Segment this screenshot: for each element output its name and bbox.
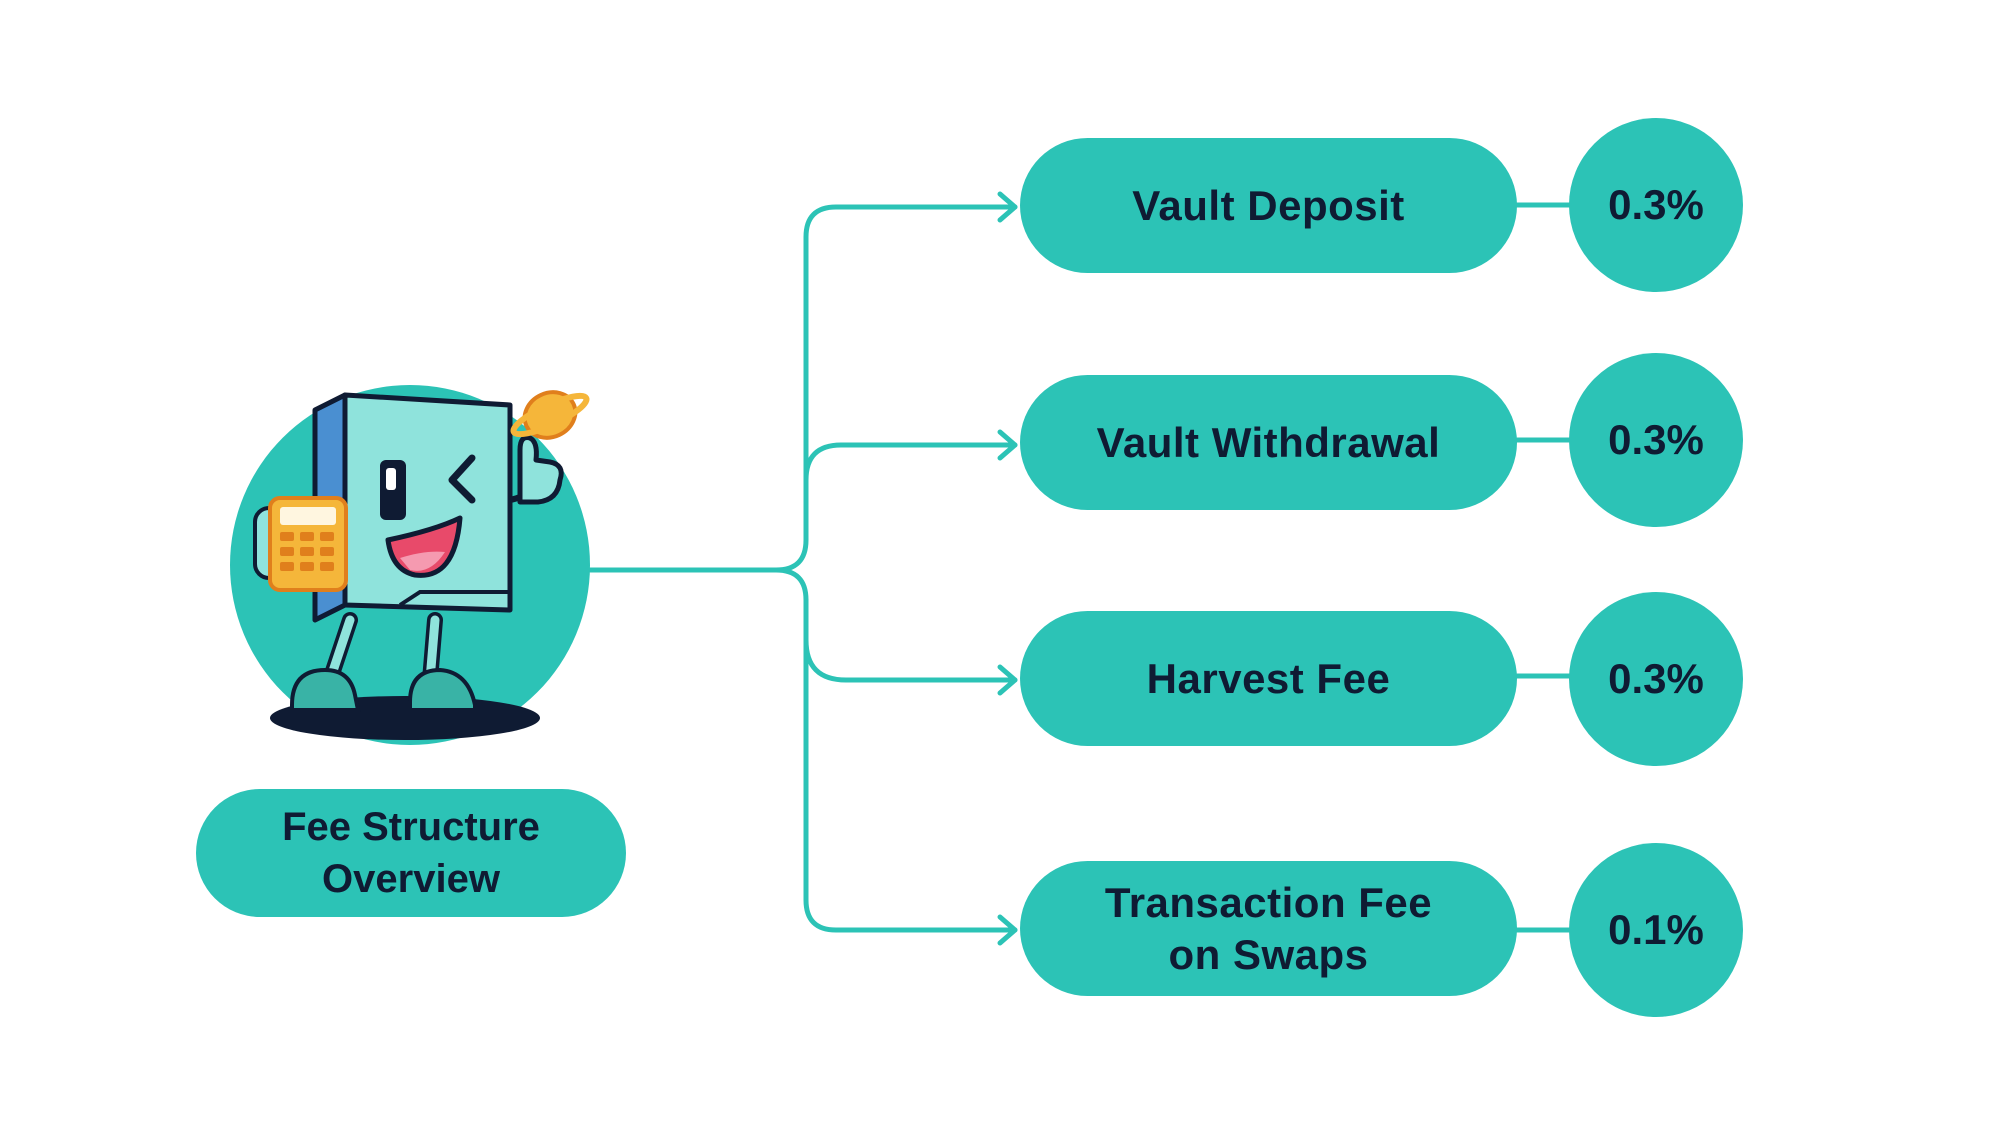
fee-value-circle-harvest-fee: 0.3% xyxy=(1569,592,1743,766)
fee-label-pill-transaction-fee: Transaction Fee on Swaps xyxy=(1020,861,1517,996)
fee-label-pill-vault-deposit: Vault Deposit xyxy=(1020,138,1517,273)
branch-line-swaps xyxy=(803,597,1018,933)
fee-value: 0.3% xyxy=(1608,416,1704,463)
fee-value-circle-vault-deposit: 0.3% xyxy=(1569,118,1743,292)
title-pill: Fee Structure Overview xyxy=(196,789,626,917)
fee-value-circle-transaction-fee: 0.1% xyxy=(1569,843,1743,1017)
mascot-thumb xyxy=(517,435,564,505)
branch-line-withdrawal xyxy=(803,442,1018,483)
wallet-mascot-illustration xyxy=(230,385,590,745)
fee-label: Vault Deposit xyxy=(1132,181,1405,229)
mascot-body xyxy=(342,392,513,613)
arrow-right-icon xyxy=(997,914,1018,946)
fee-label: Harvest Fee xyxy=(1146,654,1391,702)
arrow-right-icon xyxy=(997,664,1018,696)
fee-label: Vault Withdrawal xyxy=(1096,418,1441,466)
fee-label: Transaction Fee on Swaps xyxy=(1104,878,1433,978)
mascot-wink xyxy=(448,454,476,504)
fee-label-pill-vault-withdrawal: Vault Withdrawal xyxy=(1020,375,1517,510)
fee-value-circle-vault-withdrawal: 0.3% xyxy=(1569,353,1743,527)
arrow-right-icon xyxy=(997,429,1018,461)
left-shoe xyxy=(290,667,361,712)
diagram-title: Fee Structure Overview xyxy=(282,805,540,901)
arrow-right-icon xyxy=(997,191,1018,223)
fee-value: 0.3% xyxy=(1608,181,1704,228)
trunk-line xyxy=(587,204,1018,573)
branch-line-harvest xyxy=(773,567,1018,683)
fee-value: 0.1% xyxy=(1608,906,1704,953)
coin-icon xyxy=(510,390,590,440)
calculator-icon xyxy=(268,496,348,592)
fee-label-pill-harvest-fee: Harvest Fee xyxy=(1020,611,1517,746)
fee-value: 0.3% xyxy=(1608,655,1704,702)
right-shoe xyxy=(408,667,477,712)
